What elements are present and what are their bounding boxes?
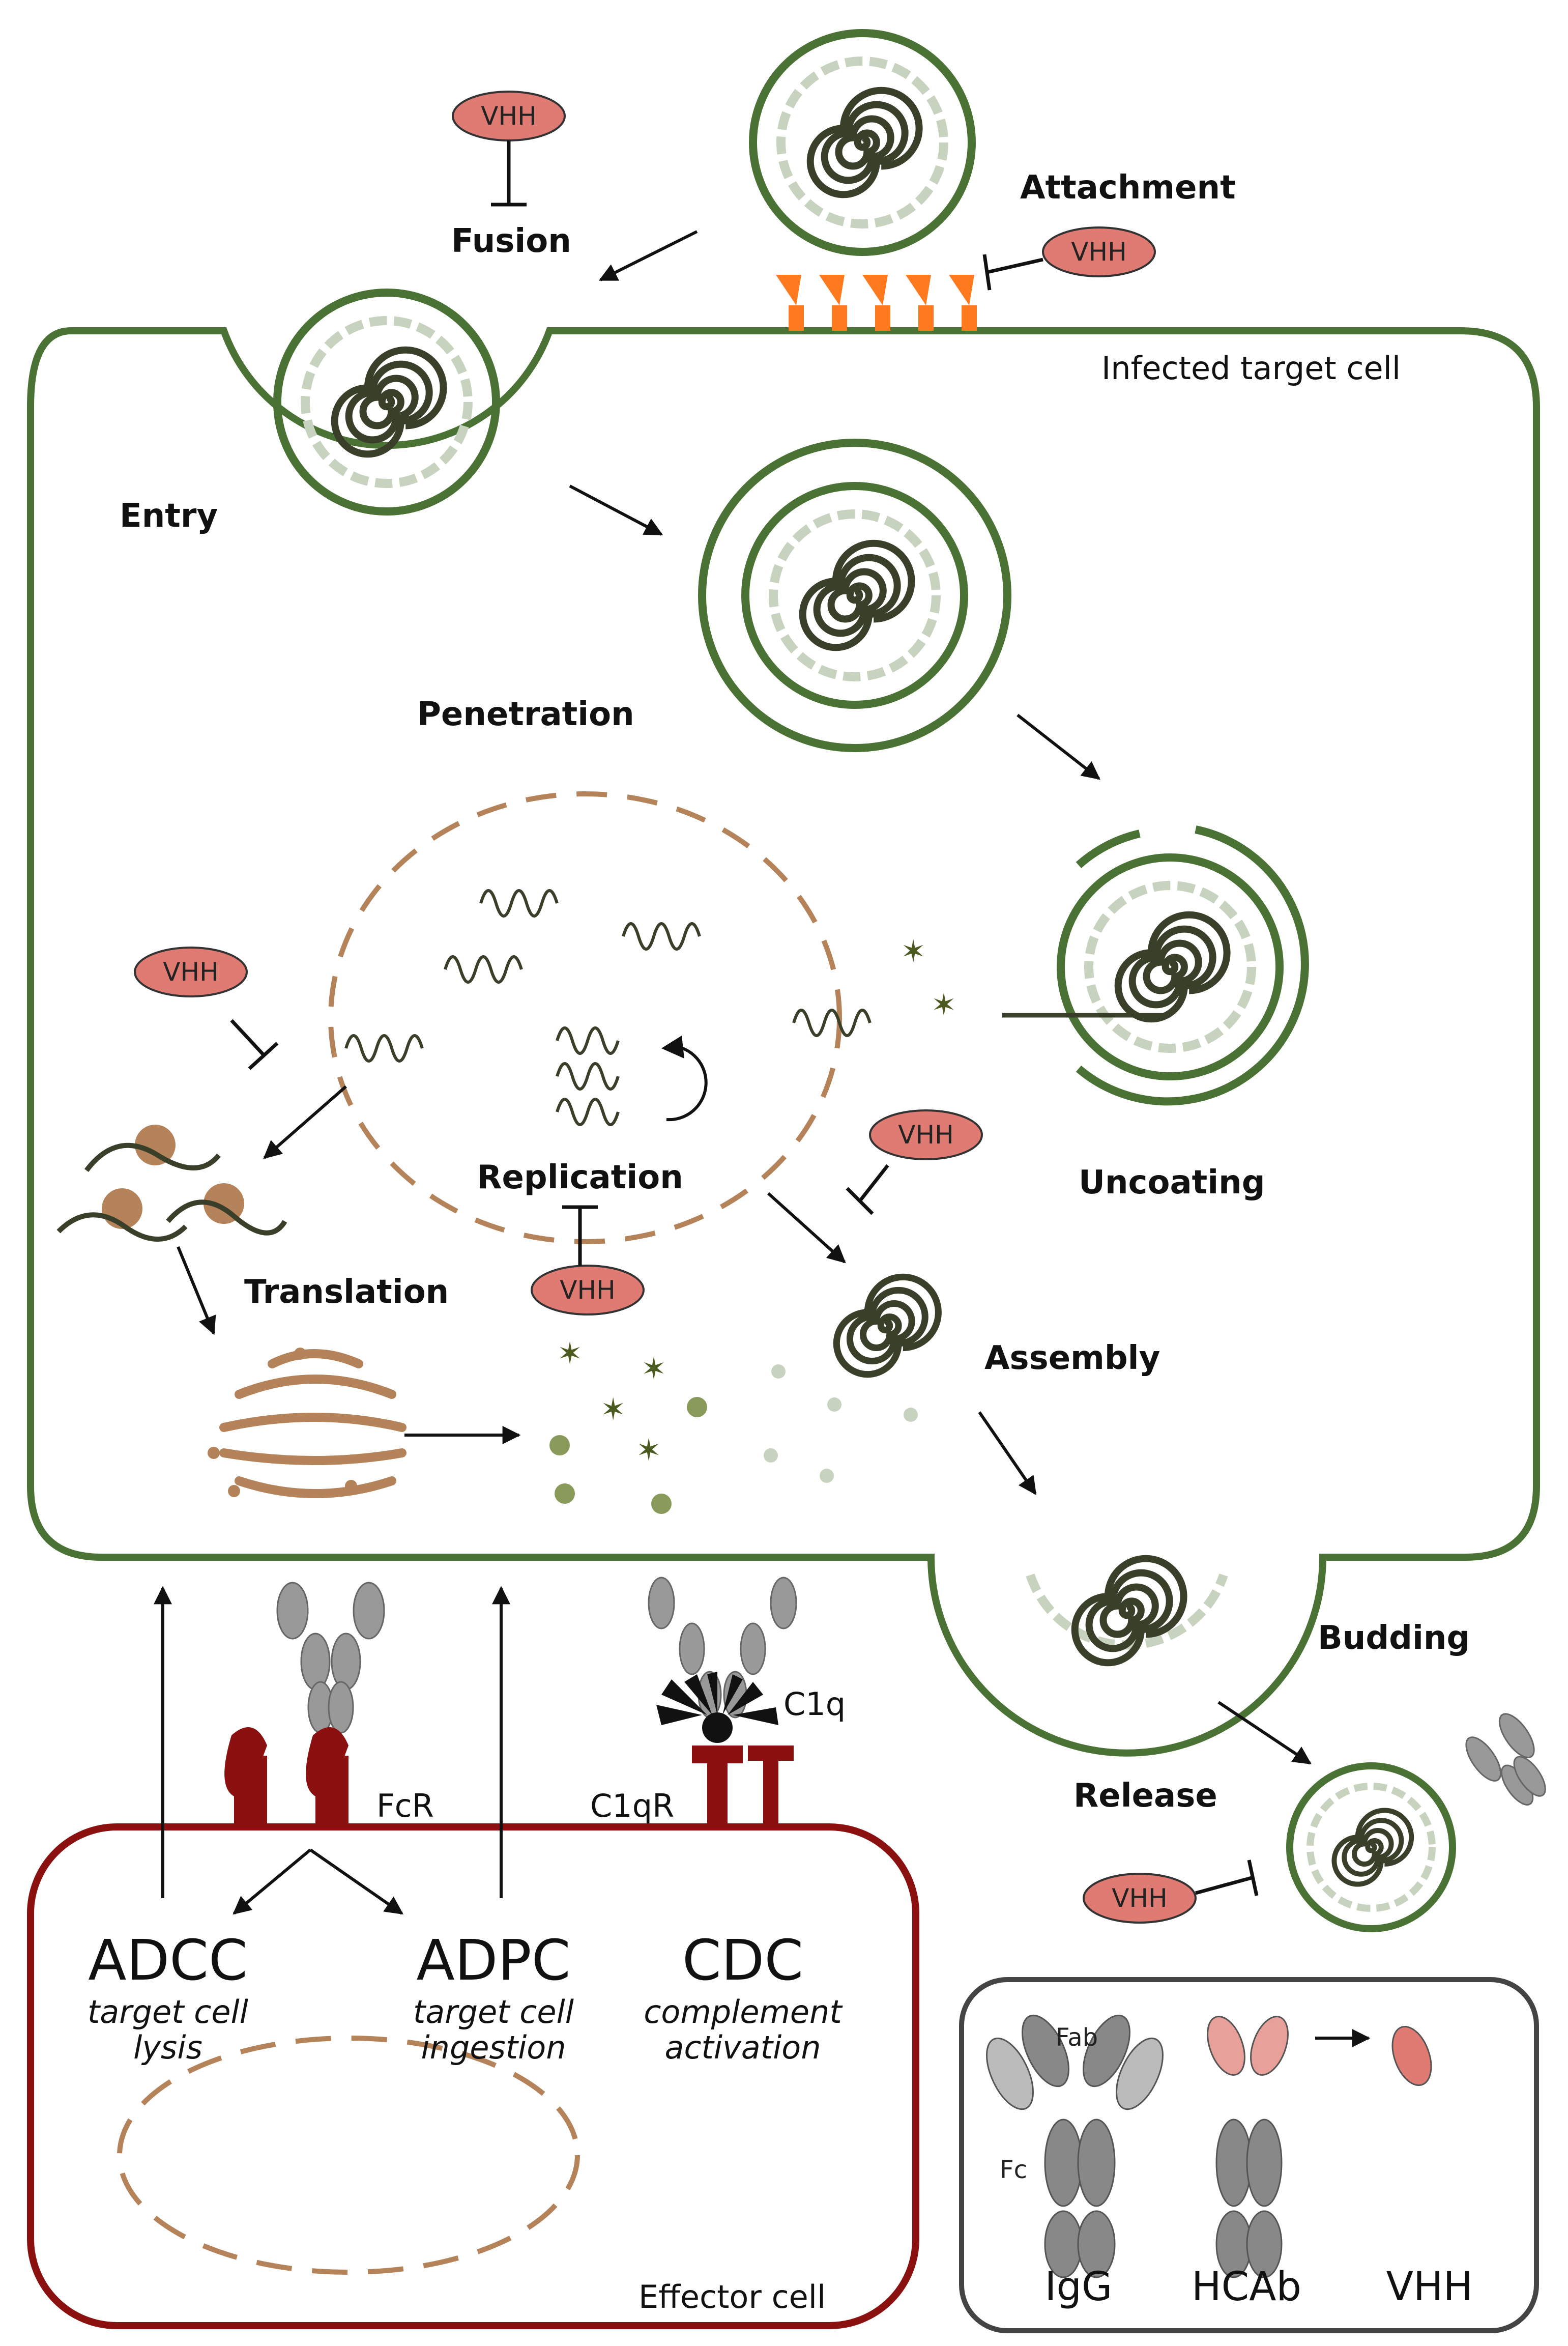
igg-icon — [986, 2014, 1164, 2278]
vhh-label: VHH — [163, 957, 218, 987]
fusion-label: Fusion — [451, 222, 571, 260]
arrow-to-uncoating — [1017, 713, 1100, 780]
arrow-to-assembly — [767, 1192, 846, 1264]
vesicles — [208, 1348, 357, 1497]
vhh-icon — [1391, 2025, 1432, 2086]
cdc-desc-2: activation — [664, 2029, 821, 2066]
golgi — [219, 1349, 406, 1498]
cdc-label: CDC — [682, 1928, 803, 1993]
uncoating-label: Uncoating — [1079, 1164, 1265, 1201]
vhh-label: VHH — [560, 1275, 615, 1305]
vhh-label: VHH — [898, 1120, 953, 1150]
penetration-label: Penetration — [417, 696, 634, 733]
ribosomes — [56, 1125, 287, 1242]
translation-label: Translation — [244, 1273, 449, 1311]
adpc-desc-2: ingestion — [421, 2029, 566, 2066]
effector-cell-label: Effector cell — [638, 2278, 826, 2315]
svg-text:✶: ✶ — [901, 934, 926, 969]
hcab-label: HCAb — [1192, 2264, 1301, 2310]
hcab-icon — [1207, 2016, 1289, 2278]
adpc-desc-1: target cell — [413, 1993, 574, 2030]
entry-virion — [277, 293, 496, 511]
attachment-label: Attachment — [1020, 169, 1236, 207]
svg-text:✶: ✶ — [600, 1392, 626, 1427]
released-virion — [1286, 1762, 1456, 1932]
vhh-attachment-inhibitor: VHH — [982, 226, 1156, 291]
arrow-to-er — [177, 1246, 216, 1335]
vhh-release-inhibitor: VHH — [1083, 1859, 1259, 1924]
vhh-legend-label: VHH — [1386, 2264, 1473, 2310]
effector-cell: Effector cell — [27, 1823, 919, 2329]
vhh-transcription-inhibitor: VHH — [134, 947, 279, 1070]
adcc-label: ADCC — [88, 1928, 248, 1993]
uncoating-virion — [1002, 825, 1309, 1106]
release-label: Release — [1073, 1777, 1217, 1815]
vhh-replication-inhibitor: VHH — [531, 1205, 645, 1315]
arrow-to-release — [1217, 1701, 1312, 1765]
fc-receptors — [224, 1727, 349, 1827]
vhh-label: VHH — [1112, 1883, 1167, 1913]
infected-target-cell: Infected target cell — [27, 327, 1540, 1757]
adcc-desc-2: lysis — [133, 2029, 202, 2066]
nucleus — [328, 791, 872, 1244]
svg-text:✶: ✶ — [641, 1351, 666, 1387]
fc-label: Fc — [1000, 2156, 1027, 2184]
vhh-label: VHH — [1071, 237, 1126, 267]
penetration-virion — [698, 439, 1011, 752]
igg-label: IgG — [1045, 2264, 1113, 2310]
vhh-assembly-inhibitor: VHH — [846, 1109, 983, 1215]
antibody-legend: Fab Fc IgG HCAb VHH — [959, 1977, 1539, 2333]
rna-strands — [344, 889, 872, 1126]
attachment-virion — [753, 33, 972, 252]
svg-text:✶: ✶ — [931, 987, 956, 1023]
budding-virion — [1026, 1559, 1228, 1663]
arrow-fcr-adcc — [233, 1848, 311, 1915]
vhh-fusion-inhibitor: VHH — [452, 91, 566, 207]
infected-cell-label: Infected target cell — [1101, 350, 1401, 387]
arrow-to-entry — [598, 230, 698, 281]
svg-text:✶: ✶ — [557, 1336, 583, 1371]
c1q-receptors — [692, 1746, 794, 1827]
fcr-label: FcR — [376, 1787, 434, 1824]
antibody-fcr-bound — [276, 1582, 385, 1734]
arrow-fcr-adpc — [309, 1848, 403, 1915]
host-receptors — [776, 275, 977, 331]
arrow-to-budding — [978, 1411, 1037, 1495]
cdc-desc-1: complement — [644, 1993, 843, 2030]
budding-label: Budding — [1318, 1619, 1470, 1657]
viral-proteins: ✶✶ ✶✶ ✶✶ — [549, 934, 956, 1514]
vhh-label: VHH — [481, 101, 536, 131]
antibody-release — [1465, 1713, 1546, 1806]
entry-label: Entry — [120, 497, 218, 535]
assembly-label: Assembly — [984, 1339, 1160, 1377]
adpc-label: ADPC — [416, 1928, 570, 1993]
assembly-genome — [836, 1277, 938, 1374]
adcc-desc-1: target cell — [88, 1993, 248, 2030]
arrow-to-penetration — [569, 484, 663, 536]
svg-text:✶: ✶ — [636, 1433, 661, 1468]
arrow-to-translation — [263, 1085, 347, 1159]
c1qr-label: C1qR — [590, 1787, 674, 1824]
c1q-label: C1q — [783, 1685, 846, 1723]
c1q-complex — [656, 1672, 778, 1743]
fab-label: Fab — [1056, 2023, 1098, 2052]
replication-label: Replication — [477, 1159, 683, 1196]
